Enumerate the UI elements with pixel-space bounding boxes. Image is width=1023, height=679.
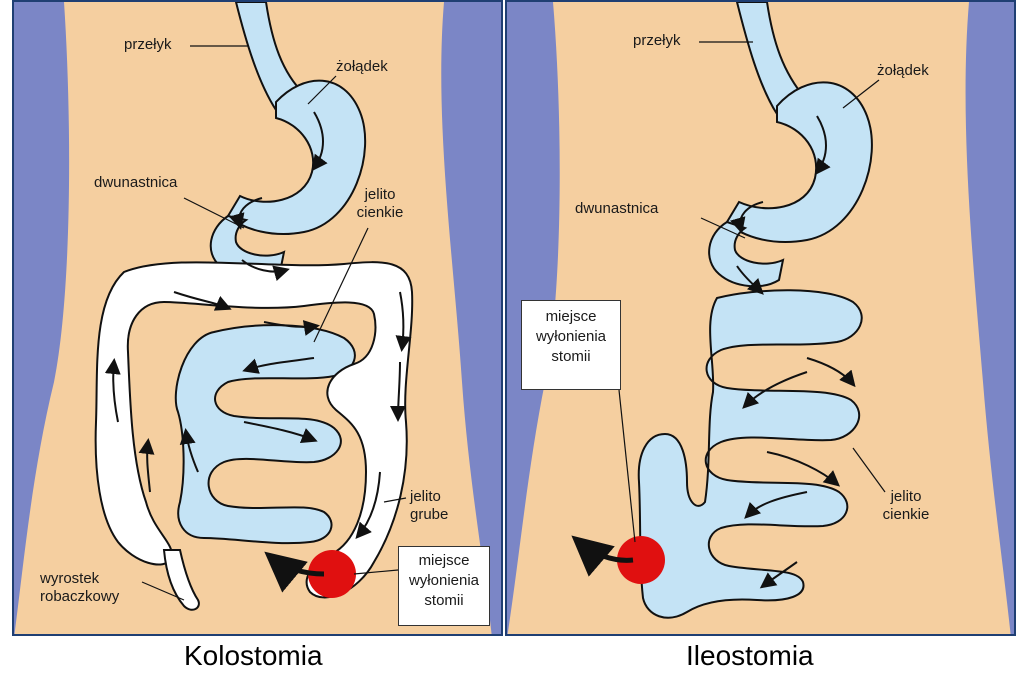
label-small-intestine: jelito cienkie (350, 186, 410, 222)
label-small-intestine-line1: jelito (871, 488, 941, 506)
stoma-callout-line3: stomii (528, 347, 614, 367)
label-large-intestine: jelito grube (410, 488, 448, 524)
label-small-intestine-line2: cienkie (871, 506, 941, 524)
label-large-intestine-line1: jelito (410, 488, 448, 506)
label-appendix: wyrostek robaczkowy (40, 570, 119, 606)
label-esophagus: przełyk (124, 36, 172, 54)
label-stomach: żołądek (877, 62, 929, 80)
label-small-intestine: jelito cienkie (871, 488, 941, 524)
caption-colostomy: Kolostomia (184, 640, 323, 672)
ileostomy-panel: przełyk żołądek dwunastnica jelito cienk… (505, 0, 1016, 636)
colostomy-illustration (14, 2, 503, 636)
stoma-callout-line3: stomii (405, 591, 483, 611)
label-appendix-line1: wyrostek (40, 570, 119, 588)
label-large-intestine-line2: grube (410, 506, 448, 524)
stoma-callout-line2: wyłonienia (528, 327, 614, 347)
stoma-callout-line1: miejsce (528, 307, 614, 327)
label-stomach: żołądek (336, 58, 388, 76)
stoma-callout: miejsce wyłonienia stomii (398, 546, 490, 626)
label-appendix-line2: robaczkowy (40, 588, 119, 606)
stoma-callout: miejsce wyłonienia stomii (521, 300, 621, 390)
label-small-intestine-line1: jelito (350, 186, 410, 204)
stoma-callout-line2: wyłonienia (405, 571, 483, 591)
label-duodenum: dwunastnica (94, 174, 177, 192)
caption-ileostomy: Ileostomia (686, 640, 814, 672)
label-duodenum: dwunastnica (575, 200, 658, 218)
label-esophagus: przełyk (633, 32, 681, 50)
stoma-callout-line1: miejsce (405, 551, 483, 571)
colostomy-panel: przełyk żołądek dwunastnica jelito cienk… (12, 0, 503, 636)
label-small-intestine-line2: cienkie (350, 204, 410, 222)
